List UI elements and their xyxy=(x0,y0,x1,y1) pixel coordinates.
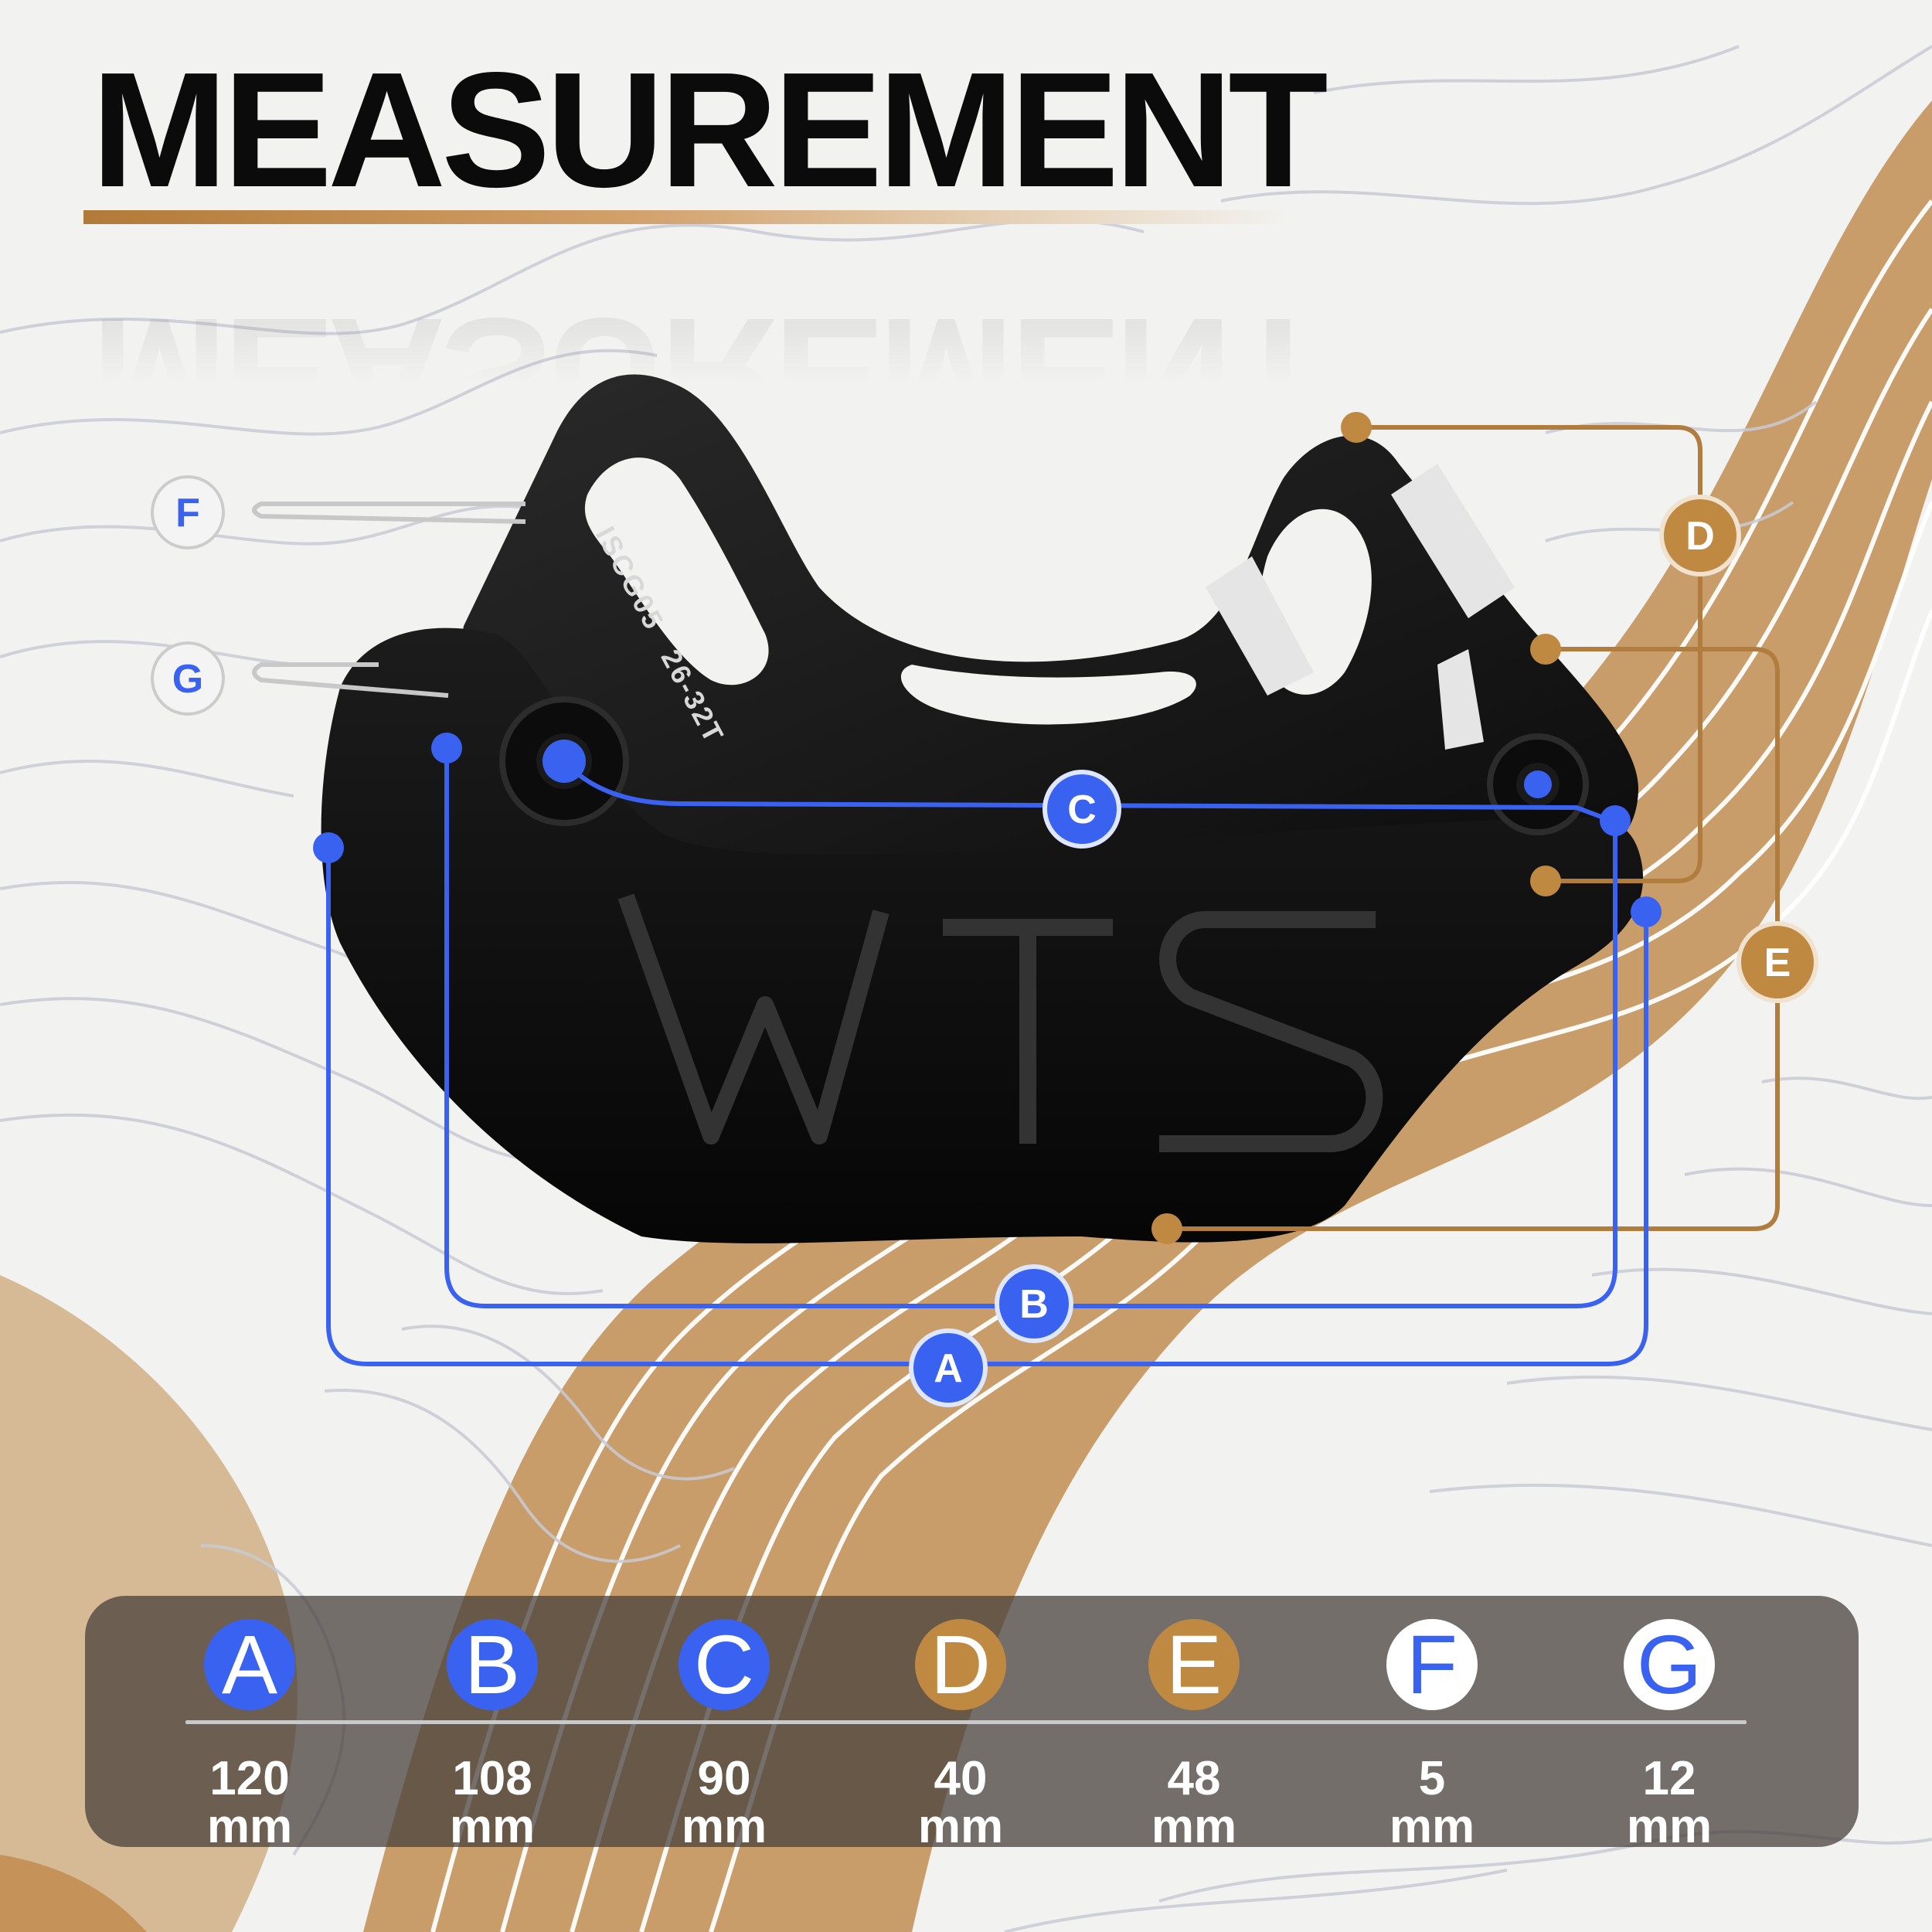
bronze-corner xyxy=(0,1855,147,1932)
marker-d: D xyxy=(1659,495,1741,577)
measurement-e-unit: mm xyxy=(1151,1800,1237,1853)
measurement-f-badge: F xyxy=(1386,1619,1478,1710)
dot-c-right xyxy=(1524,770,1552,798)
cutout-window xyxy=(900,665,1196,725)
measurement-c-unit: mm xyxy=(681,1800,767,1853)
chain-guide-part: ISCG0526-32T xyxy=(321,374,1644,1243)
decal-stripe-2 xyxy=(1206,556,1314,696)
svg-text:D: D xyxy=(1685,514,1715,559)
dot-a-left xyxy=(313,832,344,863)
measurement-d-badge: D xyxy=(915,1619,1006,1710)
marker-e: E xyxy=(1736,921,1818,1003)
marker-badges: D E C B A F G xyxy=(151,475,1818,1407)
svg-text:B: B xyxy=(1019,1282,1049,1327)
dot-d-bottom xyxy=(1530,866,1561,896)
dot-c-left xyxy=(543,740,586,783)
measurement-b: B 108 mm xyxy=(403,1619,581,1851)
svg-text:A: A xyxy=(934,1346,963,1391)
svg-text:E: E xyxy=(1764,940,1791,985)
svg-text:F: F xyxy=(175,491,200,536)
dim-line-f xyxy=(252,502,526,524)
measurement-e: E 48 mm xyxy=(1105,1619,1283,1851)
marker-f: F xyxy=(151,475,225,549)
measurement-a-badge: A xyxy=(204,1619,295,1710)
measurement-b-badge: B xyxy=(447,1619,538,1710)
title-underline xyxy=(83,210,1289,224)
measurement-c: C 90 mm xyxy=(635,1619,813,1851)
svg-text:G: G xyxy=(172,657,203,702)
measurement-b-unit: mm xyxy=(449,1800,536,1853)
decal-stripe-3 xyxy=(1437,649,1484,750)
measurement-d-value: 40 xyxy=(934,1752,988,1805)
wts-embossed-logo xyxy=(617,893,1383,1152)
dot-e-bottom xyxy=(1151,1213,1182,1244)
decal-stripe-1 xyxy=(1391,464,1515,618)
page-title: MEASUREMENT xyxy=(91,38,1328,221)
dim-line-d xyxy=(1356,425,1702,883)
measurement-c-badge: C xyxy=(679,1619,770,1710)
svg-text:C: C xyxy=(1067,787,1097,832)
measurement-f-value: 5 xyxy=(1418,1752,1446,1805)
measurement-a-value: 120 xyxy=(209,1752,290,1805)
measurement-e-value: 48 xyxy=(1167,1752,1221,1805)
measurement-g-unit: mm xyxy=(1626,1800,1713,1853)
marker-b: B xyxy=(995,1264,1073,1343)
measurement-g-badge: G xyxy=(1624,1619,1715,1710)
measurement-f: F 5 mm xyxy=(1343,1619,1521,1851)
dot-a-right xyxy=(1631,896,1662,927)
measurement-b-value: 108 xyxy=(452,1752,532,1805)
dot-d-top xyxy=(1341,412,1372,443)
measurement-d-unit: mm xyxy=(917,1800,1004,1853)
chain-guide-backplate xyxy=(439,374,1638,866)
measurement-f-unit: mm xyxy=(1389,1800,1475,1853)
measurement-g: G 12 mm xyxy=(1580,1619,1758,1851)
mount-slot-left xyxy=(584,457,769,685)
dim-line-g xyxy=(252,662,449,698)
marker-a: A xyxy=(909,1328,988,1407)
dot-b-right xyxy=(1600,805,1631,836)
title-reflection: MEASUREMENT xyxy=(91,284,1324,468)
dot-e-top xyxy=(1530,634,1561,665)
measurement-d: D 40 mm xyxy=(872,1619,1049,1851)
marker-g: G xyxy=(151,641,225,716)
marker-c: C xyxy=(1043,770,1121,849)
grey-contours xyxy=(0,45,1932,1932)
dot-b-left xyxy=(431,733,462,764)
measurement-e-badge: E xyxy=(1148,1619,1240,1710)
measurement-c-value: 90 xyxy=(697,1752,751,1805)
measurements-divider xyxy=(185,1720,1747,1724)
measurement-a-unit: mm xyxy=(206,1800,293,1853)
measurement-g-value: 12 xyxy=(1642,1752,1696,1805)
measurement-a: A 120 mm xyxy=(161,1619,338,1851)
endpoint-dots xyxy=(313,412,1662,1244)
